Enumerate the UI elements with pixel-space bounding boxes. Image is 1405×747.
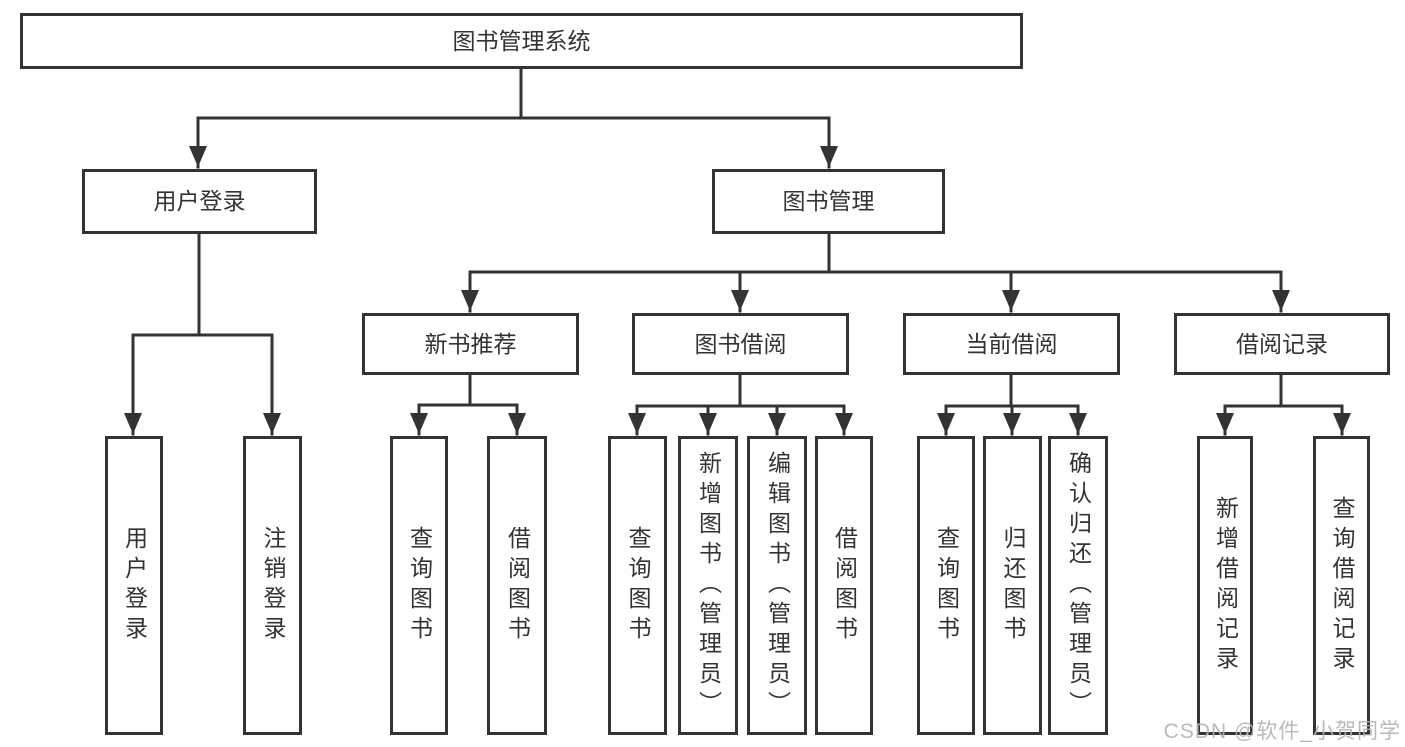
node-library-management-system: 图书管理系统 xyxy=(20,13,1023,69)
leaf-add-books-admin: 新增图书（管理员） xyxy=(678,436,738,735)
leaf-query-borrowing-record: 查询借阅记录 xyxy=(1313,436,1370,735)
leaf-borrow-books: 借阅图书 xyxy=(815,436,873,735)
csdn-watermark: CSDN @软件_小贺同学 xyxy=(1163,720,1401,743)
node-book-borrowing: 图书借阅 xyxy=(632,313,849,375)
leaf-edit-books-admin: 编辑图书（管理员） xyxy=(747,436,807,735)
leaf-confirm-return-admin: 确认归还（管理员） xyxy=(1048,436,1108,735)
node-user-login: 用户登录 xyxy=(82,169,317,234)
node-new-book-recommendation: 新书推荐 xyxy=(362,313,579,375)
leaf-query-books-recommend: 查询图书 xyxy=(390,436,448,735)
leaf-query-books-current: 查询图书 xyxy=(917,436,975,735)
node-current-borrowing: 当前借阅 xyxy=(903,313,1120,375)
leaf-logout: 注销登录 xyxy=(243,436,302,735)
leaf-add-borrowing-record: 新增借阅记录 xyxy=(1197,436,1253,735)
node-book-management: 图书管理 xyxy=(712,169,945,234)
leaf-borrow-books-recommend: 借阅图书 xyxy=(487,436,547,735)
leaf-return-books: 归还图书 xyxy=(983,436,1042,735)
leaf-query-books-borrowing: 查询图书 xyxy=(608,436,667,735)
leaf-user-login: 用户登录 xyxy=(105,436,163,735)
node-borrowing-records: 借阅记录 xyxy=(1174,313,1390,375)
